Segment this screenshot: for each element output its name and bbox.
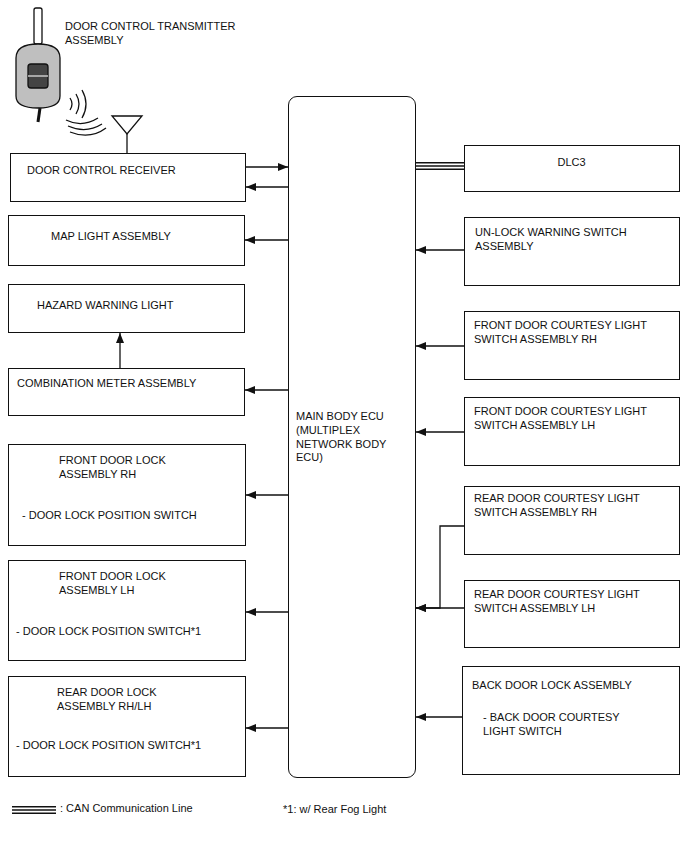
component-box: MAP LIGHT ASSEMBLY: [8, 215, 245, 266]
component-box: FRONT DOOR COURTESY LIGHT SWITCH ASSEMBL…: [464, 311, 680, 380]
component-box: COMBINATION METER ASSEMBLY: [8, 368, 245, 416]
signal-line: [246, 612, 288, 613]
key-blade: [34, 8, 42, 44]
box-title: FRONT DOOR LOCK ASSEMBLY RH: [59, 454, 184, 482]
component-box: FRONT DOOR LOCK ASSEMBLY LH - DOOR LOCK P…: [8, 560, 246, 661]
box-title: FRONT DOOR LOCK ASSEMBLY LH: [59, 570, 184, 598]
component-box: REAR DOOR COURTESY LIGHT SWITCH ASSEMBLY…: [464, 580, 680, 648]
radio-wave: [70, 128, 106, 135]
connector-path: [246, 727, 288, 728]
antenna-mast: [126, 134, 127, 153]
box-title: UN-LOCK WARNING SWITCH ASSEMBLY: [475, 226, 665, 254]
radio-wave: [66, 118, 98, 124]
can-line-sample: [12, 810, 56, 811]
connector-path: [416, 607, 464, 608]
component-box: UN-LOCK WARNING SWITCH ASSEMBLY: [464, 217, 680, 286]
box-title: BACK DOOR LOCK ASSEMBLY: [472, 679, 677, 693]
connector-path: [416, 249, 464, 250]
connector-path: [416, 716, 462, 717]
footnote: *1: w/ Rear Fog Light: [283, 803, 483, 817]
can-bus-line: [416, 166, 464, 167]
radio-wave: [68, 124, 102, 130]
can-line-stroke: [416, 164, 464, 169]
can-line-gap: [12, 808, 56, 813]
button-divider: [28, 75, 48, 76]
component-box: REAR DOOR COURTESY LIGHT SWITCH ASSEMBLY…: [464, 486, 680, 555]
signal-line: [120, 333, 121, 368]
connector-path: [246, 494, 288, 495]
can-line-stroke: [416, 162, 464, 170]
signal-line: [246, 495, 288, 496]
connector-path: [416, 345, 464, 346]
box-title: DLC3: [465, 156, 678, 170]
radio-wave: [82, 90, 86, 118]
signal-line: [245, 390, 288, 391]
connector-path: [119, 333, 120, 368]
box-title: REAR DOOR COURTESY LIGHT SWITCH ASSEMBLY…: [474, 492, 664, 520]
component-box: HAZARD WARNING LIGHT: [8, 284, 245, 333]
connector-path: [245, 239, 288, 240]
sub-item: - DOOR LOCK POSITION SWITCH*1: [16, 625, 244, 639]
can-line-outer: [12, 806, 56, 814]
fob-body: [16, 44, 60, 108]
can-line-core: [12, 809, 56, 811]
signal-line: [246, 167, 288, 168]
sub-item: - BACK DOOR COURTESY LIGHT SWITCH: [483, 711, 643, 739]
antenna-symbol: [112, 116, 142, 153]
antenna-head: [112, 116, 142, 134]
component-box: BACK DOOR LOCK ASSEMBLY - BACK DOOR COURT…: [462, 666, 680, 775]
box-title: REAR DOOR LOCK ASSEMBLY RH/LH: [57, 686, 197, 714]
connector-path: [416, 526, 464, 608]
signal-line: [416, 250, 464, 251]
component-box: FRONT DOOR LOCK ASSEMBLY RH - DOOR LOCK P…: [8, 444, 246, 546]
signal-line: [416, 526, 464, 608]
box-title: COMBINATION METER ASSEMBLY: [17, 377, 242, 391]
box-title: MAP LIGHT ASSEMBLY: [51, 230, 241, 244]
box-title: MAIN BODY ECU (MULTIPLEX NETWORK BODY EC…: [296, 410, 408, 465]
signal-line: [246, 187, 288, 188]
box-title: DOOR CONTROL RECEIVER: [27, 164, 237, 178]
sub-item: - DOOR LOCK POSITION SWITCH*1: [16, 739, 244, 753]
box-title: FRONT DOOR COURTESY LIGHT SWITCH ASSEMBL…: [474, 319, 664, 347]
connector-path: [246, 166, 288, 167]
ecu-box: MAIN BODY ECU (MULTIPLEX NETWORK BODY EC…: [288, 96, 416, 778]
connector-path: [246, 611, 288, 612]
legend-text: : CAN Communication Line: [60, 802, 193, 816]
box-title: FRONT DOOR COURTESY LIGHT SWITCH ASSEMBL…: [474, 405, 664, 433]
part-label: DOOR CONTROL TRANSMITTER ASSEMBLY: [65, 20, 265, 48]
box-title: REAR DOOR COURTESY LIGHT SWITCH ASSEMBLY…: [474, 588, 664, 616]
sub-item: - DOOR LOCK POSITION SWITCH: [22, 509, 244, 523]
connector-path: [245, 389, 288, 390]
signal-line: [246, 728, 288, 729]
component-box: DOOR CONTROL RECEIVER: [10, 153, 246, 202]
connector-path: [416, 431, 464, 432]
signal-line: [416, 432, 464, 433]
signal-line: [245, 240, 288, 241]
can-line-stroke: [416, 165, 464, 167]
fob-buttons: [28, 64, 48, 88]
connector-path: [246, 186, 288, 187]
box-title: HAZARD WARNING LIGHT: [37, 299, 237, 313]
radio-wave: [76, 94, 79, 114]
signal-line: [416, 608, 464, 609]
component-box: REAR DOOR LOCK ASSEMBLY RH/LH - DOOR LOCK…: [8, 676, 246, 777]
fob-cord: [38, 108, 40, 122]
component-box: FRONT DOOR COURTESY LIGHT SWITCH ASSEMBL…: [464, 397, 680, 466]
component-box: DLC3: [464, 145, 680, 192]
radio-wave: [70, 98, 72, 110]
signal-line: [416, 717, 462, 718]
signal-line: [416, 346, 464, 347]
